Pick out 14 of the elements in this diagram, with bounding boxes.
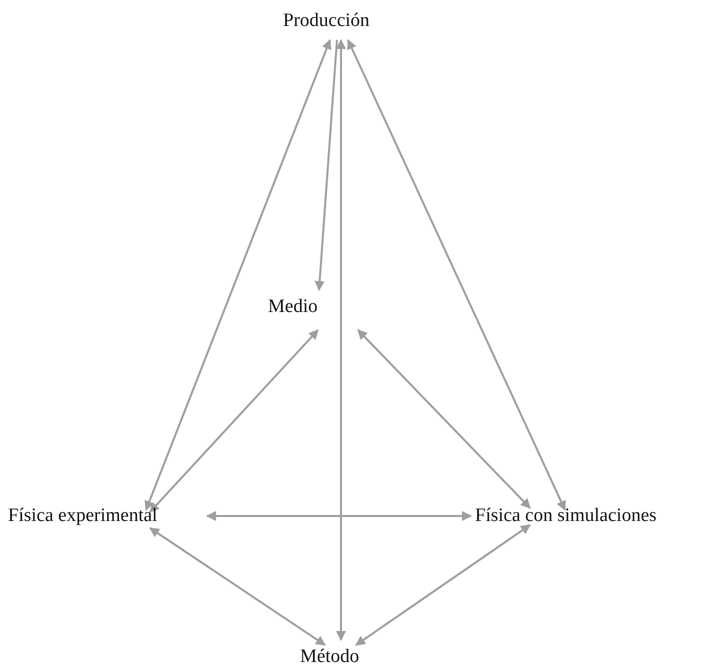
arrow (149, 527, 326, 646)
node-label: Física con simulaciones (475, 505, 657, 527)
node-label: Medio (268, 296, 318, 318)
node-label: Método (300, 646, 360, 668)
arrow (336, 39, 346, 641)
arrow (149, 329, 319, 513)
arrow (314, 40, 338, 291)
arrow (144, 39, 332, 511)
arrow (347, 39, 566, 511)
arrow (206, 511, 472, 521)
arrow (355, 524, 531, 646)
node-label: Producción (283, 10, 370, 32)
node-label: Física experimental (8, 505, 158, 527)
arrow (357, 329, 531, 509)
